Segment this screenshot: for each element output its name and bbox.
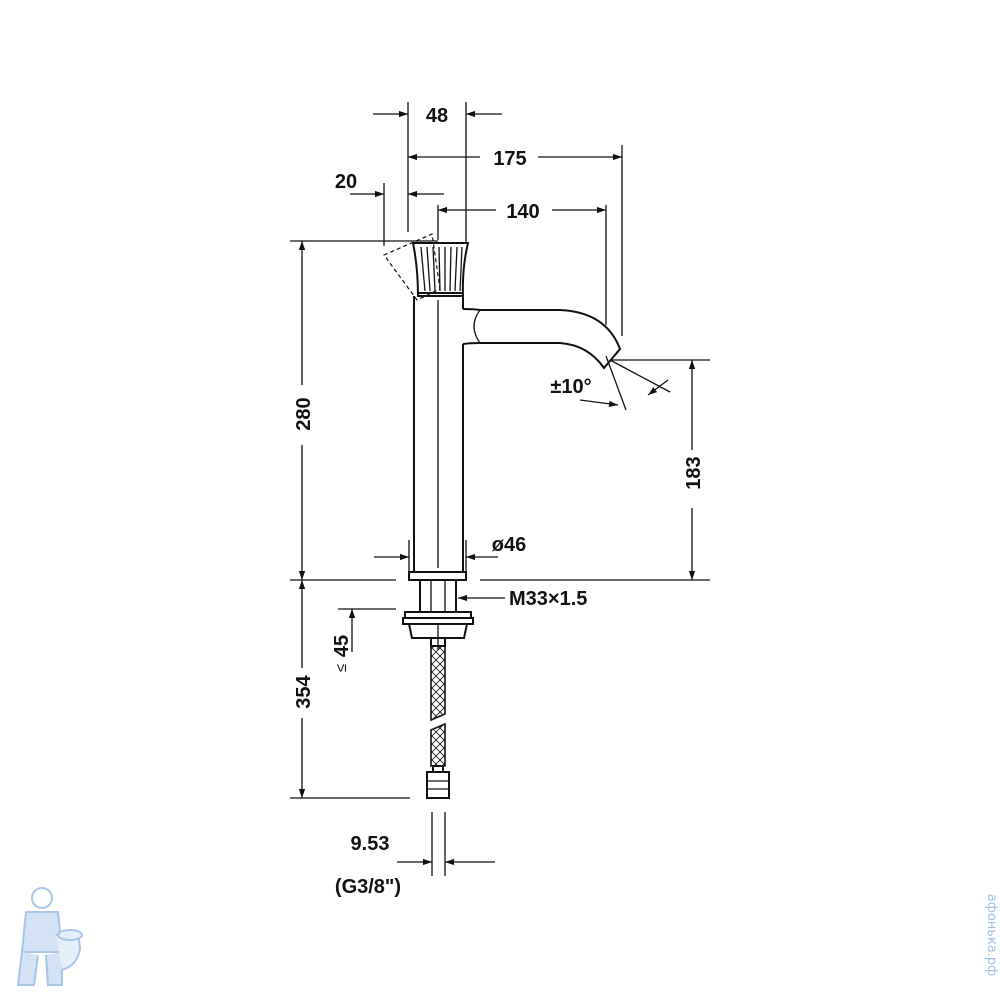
dim-angle-label: ±10° bbox=[550, 376, 591, 398]
dim-175-label: 175 bbox=[493, 148, 526, 170]
dim-g38-label: (G3/8") bbox=[335, 876, 401, 898]
base-ring bbox=[408, 571, 467, 581]
supply-hose-upper bbox=[430, 645, 446, 722]
dim-diameter-46-label: ø46 bbox=[492, 534, 526, 556]
watermark-text: афонька.рф bbox=[984, 894, 999, 977]
faucet-outline bbox=[383, 233, 622, 799]
dim-354-label: 354 bbox=[293, 674, 315, 708]
mounting-nut bbox=[407, 623, 469, 639]
dim-280-label: 280 bbox=[293, 397, 315, 430]
handle-tilted-dashed bbox=[383, 233, 441, 301]
dimension-lines bbox=[290, 102, 710, 876]
spout bbox=[462, 308, 622, 370]
dim-45-prefix: ≤ bbox=[333, 664, 350, 672]
handle-ribs bbox=[420, 246, 463, 292]
dim-140-label: 140 bbox=[506, 201, 539, 223]
plumber-mascot-icon bbox=[16, 887, 83, 986]
dim-48-label: 48 bbox=[426, 105, 448, 127]
dim-20-label: 20 bbox=[335, 171, 357, 193]
dim-9-53-label: 9.53 bbox=[351, 833, 390, 855]
dim-183-label: 183 bbox=[683, 456, 705, 489]
hose-end-nut bbox=[426, 771, 450, 799]
dim-thread-label: M33×1.5 bbox=[509, 588, 587, 610]
supply-hose-lower bbox=[430, 722, 446, 767]
dim-45-label: 45 bbox=[331, 635, 353, 657]
